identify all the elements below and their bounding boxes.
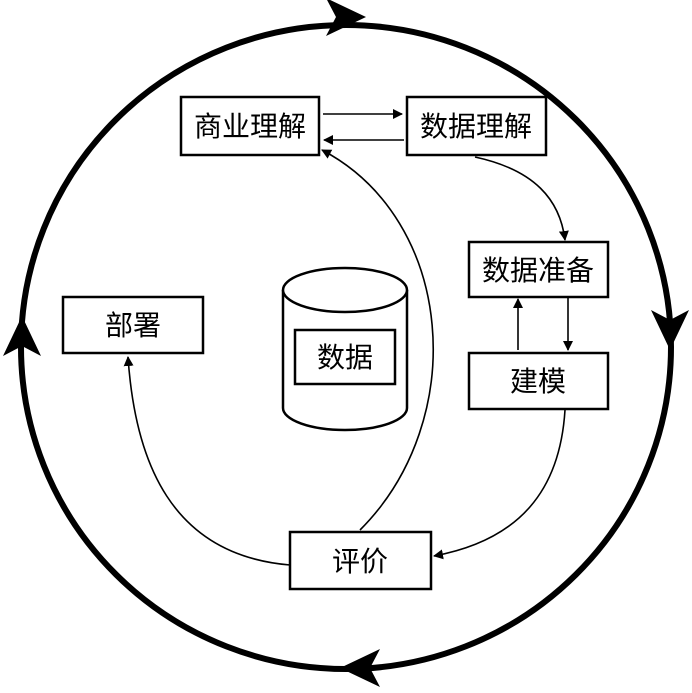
node-modeling: 建模 bbox=[467, 351, 610, 411]
node-business-understanding: 商业理解 bbox=[179, 95, 321, 157]
arrow-modeling-to-evaluation bbox=[433, 409, 566, 560]
data-store-label: 数据 bbox=[317, 341, 373, 374]
node-evaluation-label: 评价 bbox=[332, 545, 388, 578]
node-deployment: 部署 bbox=[61, 295, 205, 355]
arrow-evaluation-to-business bbox=[321, 149, 434, 531]
node-modeling-label: 建模 bbox=[510, 365, 566, 398]
node-deployment-label: 部署 bbox=[105, 309, 161, 342]
arrow-data-understanding-to-preparation bbox=[474, 156, 569, 241]
cycle-arrow-top bbox=[326, 0, 366, 36]
cycle-arrow-bottom bbox=[340, 649, 380, 687]
data-store-cylinder: 数据 bbox=[281, 266, 409, 432]
arrow-evaluation-to-deployment bbox=[123, 356, 291, 566]
node-data-preparation: 数据准备 bbox=[467, 240, 610, 299]
node-data-preparation-label: 数据准备 bbox=[482, 254, 594, 287]
cycle-arrow-left bbox=[3, 316, 41, 356]
node-evaluation: 评价 bbox=[288, 530, 433, 591]
cycle-arrow-right bbox=[651, 310, 689, 350]
node-business-understanding-label: 商业理解 bbox=[194, 110, 306, 143]
node-data-understanding-label: 数据理解 bbox=[420, 110, 532, 143]
node-data-understanding: 数据理解 bbox=[405, 95, 548, 157]
